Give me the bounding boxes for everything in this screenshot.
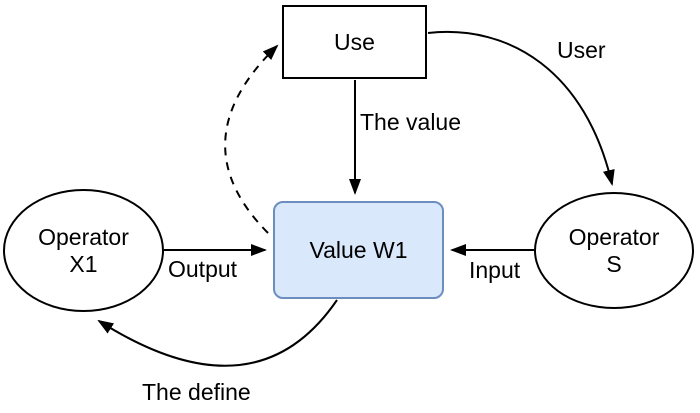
edge-dashed-feedback-arrow [224,44,279,234]
node-use-label: Use [334,28,375,55]
node-use: Use [282,5,427,79]
edge-label-user: User [557,37,606,63]
edge-label-input: Input [469,257,521,283]
node-value-w1: Value W1 [273,201,444,299]
edge-label-the-define: The define [142,379,251,405]
node-operator-s: Operator S [534,192,694,309]
edge-label-output: Output [168,256,238,282]
node-operator-x1: Operator X1 [3,189,164,312]
edge-the-define-arrow [97,299,338,367]
node-operator-x1-label-line1: Operator [38,224,129,251]
node-operator-s-label-line2: S [606,250,622,277]
edge-label-the-value: The value [360,109,462,135]
node-value-w1-label: Value W1 [309,236,408,263]
edge-user-arrow [427,31,615,186]
node-operator-s-label-line1: Operator [568,224,660,251]
node-operator-x1-label-line2: X1 [69,250,98,277]
